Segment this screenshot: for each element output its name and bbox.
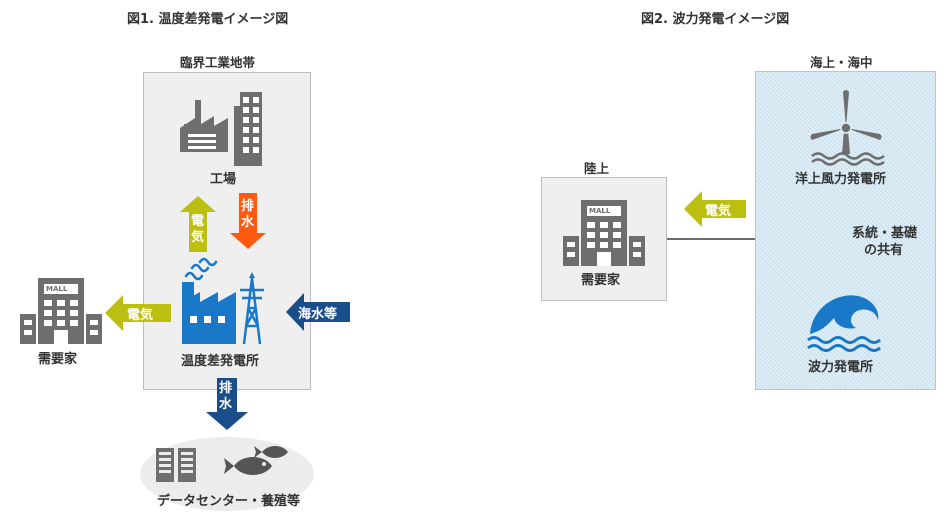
factory-label: 工場 — [210, 172, 237, 187]
land-label: 陸上 — [584, 161, 610, 176]
consumer-label: 需要家 — [38, 352, 78, 367]
electricity-left-label-2: 電気 — [705, 204, 732, 219]
land-consumer-label: 需要家 — [581, 273, 621, 288]
drain-down-arrow — [230, 193, 266, 249]
seawater-label: 海水等 — [298, 307, 338, 322]
seawater-arrow — [286, 293, 350, 331]
shared-grid-label-2: の共有 — [864, 243, 904, 258]
fig2-title: 図2. 波力発電イメージ図 — [641, 12, 790, 27]
fig1-zone-label: 臨界工業地帯 — [180, 55, 256, 70]
electricity-up-arrow — [180, 196, 216, 252]
mall-sign: MALL — [46, 285, 68, 293]
power-plant-label: 温度差発電所 — [181, 354, 260, 369]
wave-icon — [807, 295, 881, 352]
server-fish-icon — [156, 446, 288, 482]
electricity-left-arrow — [105, 295, 171, 331]
drain-down-label: 排水 — [241, 199, 255, 230]
shared-grid-label-1: 系統・基礎 — [852, 226, 918, 241]
factory-icon — [180, 92, 262, 166]
mall-building-icon-2 — [563, 200, 645, 266]
datacenter-label: データセンター・養殖等 — [157, 494, 301, 509]
mall-building-icon — [20, 278, 102, 344]
offshore-wind-label: 洋上風力発電所 — [795, 172, 887, 187]
mall-sign-2: MALL — [589, 207, 611, 215]
fig1-title: 図1. 温度差発電イメージ図 — [127, 12, 289, 27]
wave-power-label: 波力発電所 — [808, 360, 874, 375]
electricity-up-label: 電気 — [191, 214, 205, 245]
drain-navy-arrow — [206, 378, 248, 430]
electricity-left-arrow-2 — [684, 191, 746, 227]
electricity-left-label: 電気 — [127, 308, 154, 323]
drain-navy-label: 排水 — [219, 381, 233, 412]
wind-turbine-icon — [810, 90, 885, 166]
sea-label: 海上・海中 — [810, 55, 873, 70]
power-plant-icon — [182, 257, 264, 345]
